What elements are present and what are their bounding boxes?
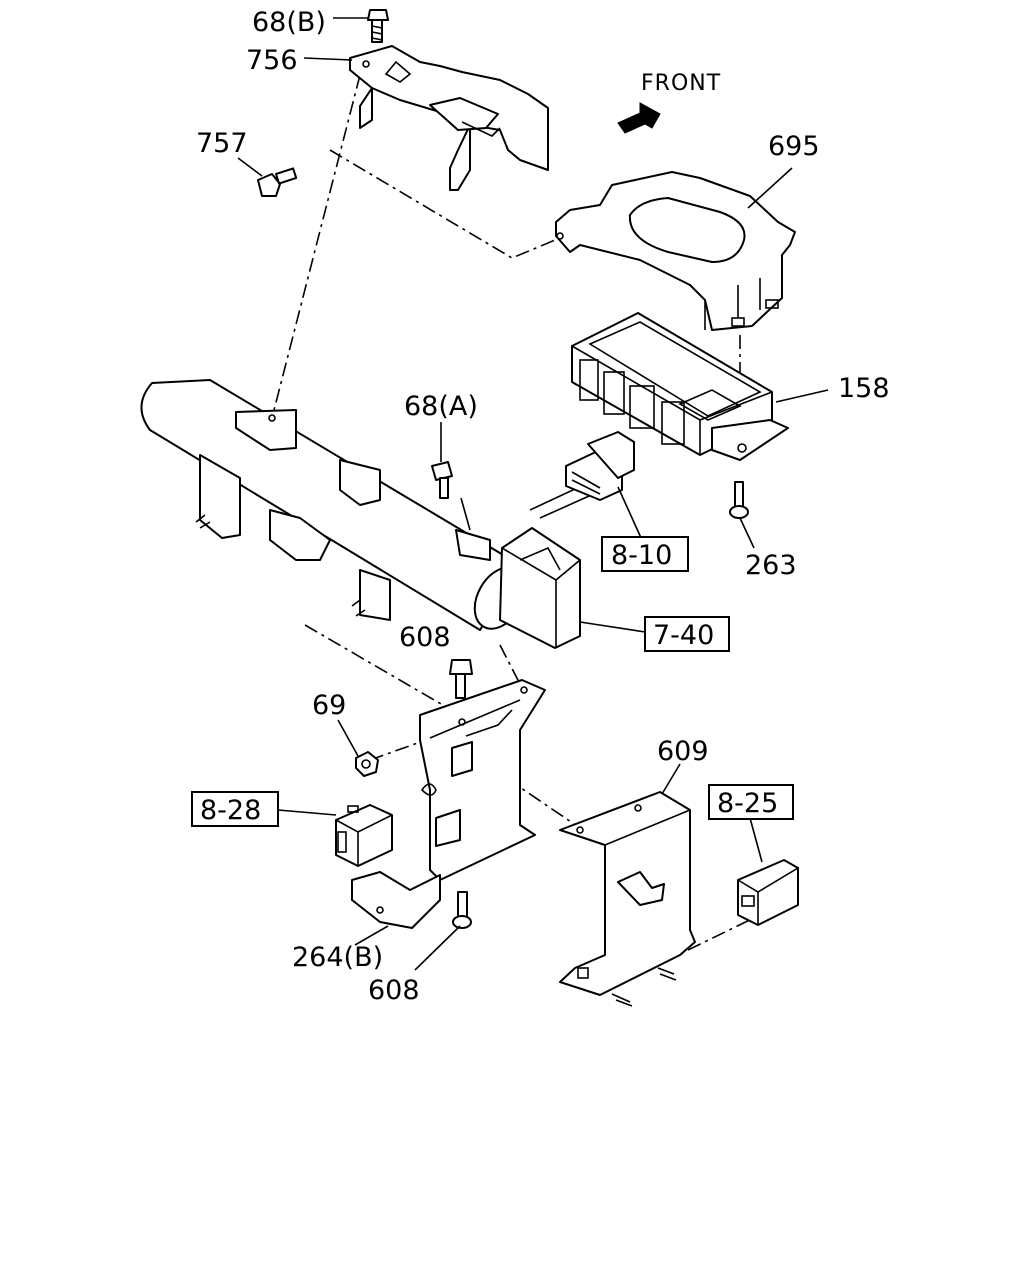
label-264b: 264(B) [292, 942, 383, 973]
label-front: FRONT [641, 71, 721, 96]
label-8-10: 8-10 [611, 540, 672, 571]
bolt-68a [431, 461, 453, 499]
bolt-68b [367, 9, 389, 43]
label-68b: 68(B) [252, 7, 326, 38]
ref-box-8-28 [191, 791, 279, 827]
bracket-264b [351, 871, 441, 929]
screw-263 [729, 481, 749, 519]
relay-8-28 [335, 804, 393, 867]
label-695: 695 [768, 131, 820, 162]
bolt-757 [257, 167, 298, 197]
label-8-25: 8-25 [717, 788, 778, 819]
label-8-28: 8-28 [200, 795, 261, 826]
ecu-158 [571, 312, 789, 461]
front-arrow-icon [617, 102, 661, 134]
ref-box-8-10 [601, 536, 689, 572]
nut-69 [355, 751, 379, 777]
harness-connector [529, 431, 635, 519]
bolt-608-top [449, 659, 473, 699]
label-757: 757 [196, 128, 248, 159]
label-756: 756 [246, 45, 298, 76]
module-7-40 [499, 527, 581, 649]
label-7-40: 7-40 [653, 620, 714, 651]
lower-bracket [419, 679, 546, 881]
label-69: 69 [312, 690, 346, 721]
label-608-top: 608 [399, 622, 451, 653]
bolt-608-bottom [452, 891, 472, 929]
ref-box-7-40 [644, 616, 730, 652]
leader-lines [237, 17, 829, 971]
cross-beam [140, 379, 527, 631]
label-609: 609 [657, 736, 709, 767]
bracket-695 [555, 171, 796, 331]
bracket-609 [559, 791, 696, 1007]
label-263: 263 [745, 550, 797, 581]
label-608-bottom: 608 [368, 975, 420, 1006]
label-68a: 68(A) [404, 391, 478, 422]
bracket-756 [349, 45, 549, 191]
relay-8-25 [737, 859, 799, 926]
ref-box-8-25 [708, 784, 794, 820]
label-158: 158 [838, 373, 890, 404]
